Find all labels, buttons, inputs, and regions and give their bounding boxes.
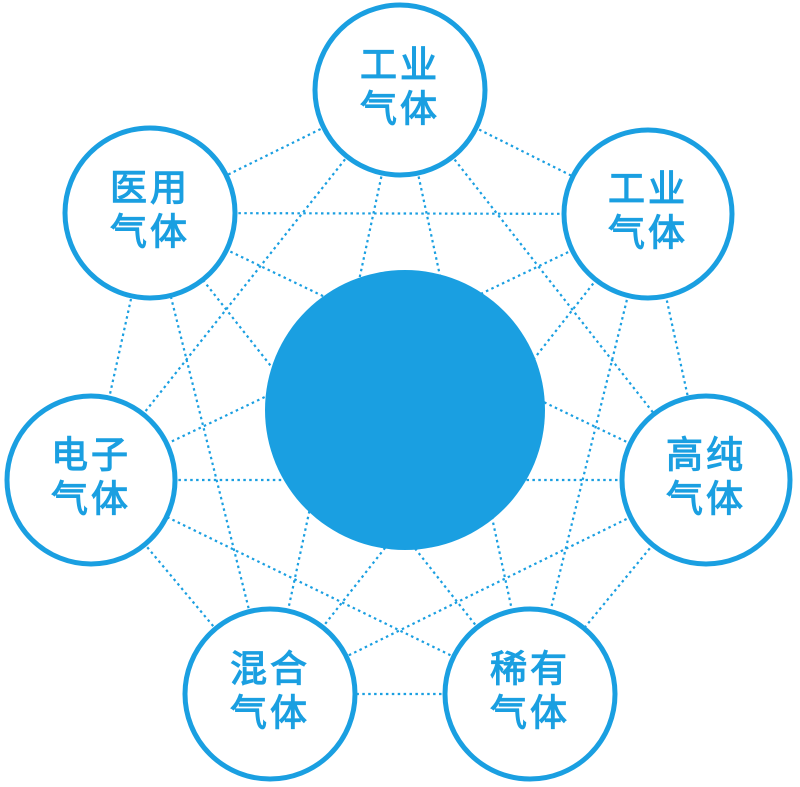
node-label-line1: 高纯 <box>666 433 746 477</box>
node-label-line1: 电子 <box>51 433 131 477</box>
node-label-bottom-right: 稀有 气体 <box>490 648 570 737</box>
node-circle-top <box>312 2 488 178</box>
node-label-line1: 混合 <box>230 647 310 691</box>
node-label-line2: 气体 <box>51 478 131 521</box>
connector-line <box>90 479 531 695</box>
node-label-line2: 气体 <box>360 88 440 131</box>
node-label-line1: 工业 <box>608 167 688 211</box>
node-label-line2: 气体 <box>230 692 310 735</box>
node-label-top: 工业 气体 <box>360 44 440 133</box>
node-label-line2: 气体 <box>110 211 190 254</box>
connector-line <box>89 212 152 481</box>
node-label-top-left: 医用 气体 <box>110 167 190 256</box>
node-label-line2: 气体 <box>490 692 570 735</box>
node-circle-left <box>4 393 178 567</box>
connector-line <box>269 213 649 695</box>
node-circle-top-right <box>561 127 735 301</box>
node-label-line1: 工业 <box>360 43 440 87</box>
node-label-line1: 稀有 <box>490 647 570 691</box>
center-node <box>265 270 545 550</box>
node-circle-bottom-right <box>442 606 618 782</box>
node-label-top-right: 工业 气体 <box>608 168 688 257</box>
node-label-line2: 气体 <box>666 478 746 521</box>
connector-line <box>269 479 707 695</box>
node-circle-bottom-left <box>182 606 358 782</box>
node-label-line1: 医用 <box>110 166 190 210</box>
connector-line <box>149 212 531 695</box>
node-circle-top-left <box>62 125 238 301</box>
connector-line <box>646 213 708 481</box>
node-circle-right <box>619 393 793 567</box>
node-label-left: 电子 气体 <box>51 434 131 523</box>
node-label-right: 高纯 气体 <box>666 434 746 523</box>
node-label-line2: 气体 <box>608 212 688 255</box>
node-label-bottom-left: 混合 气体 <box>230 648 310 737</box>
